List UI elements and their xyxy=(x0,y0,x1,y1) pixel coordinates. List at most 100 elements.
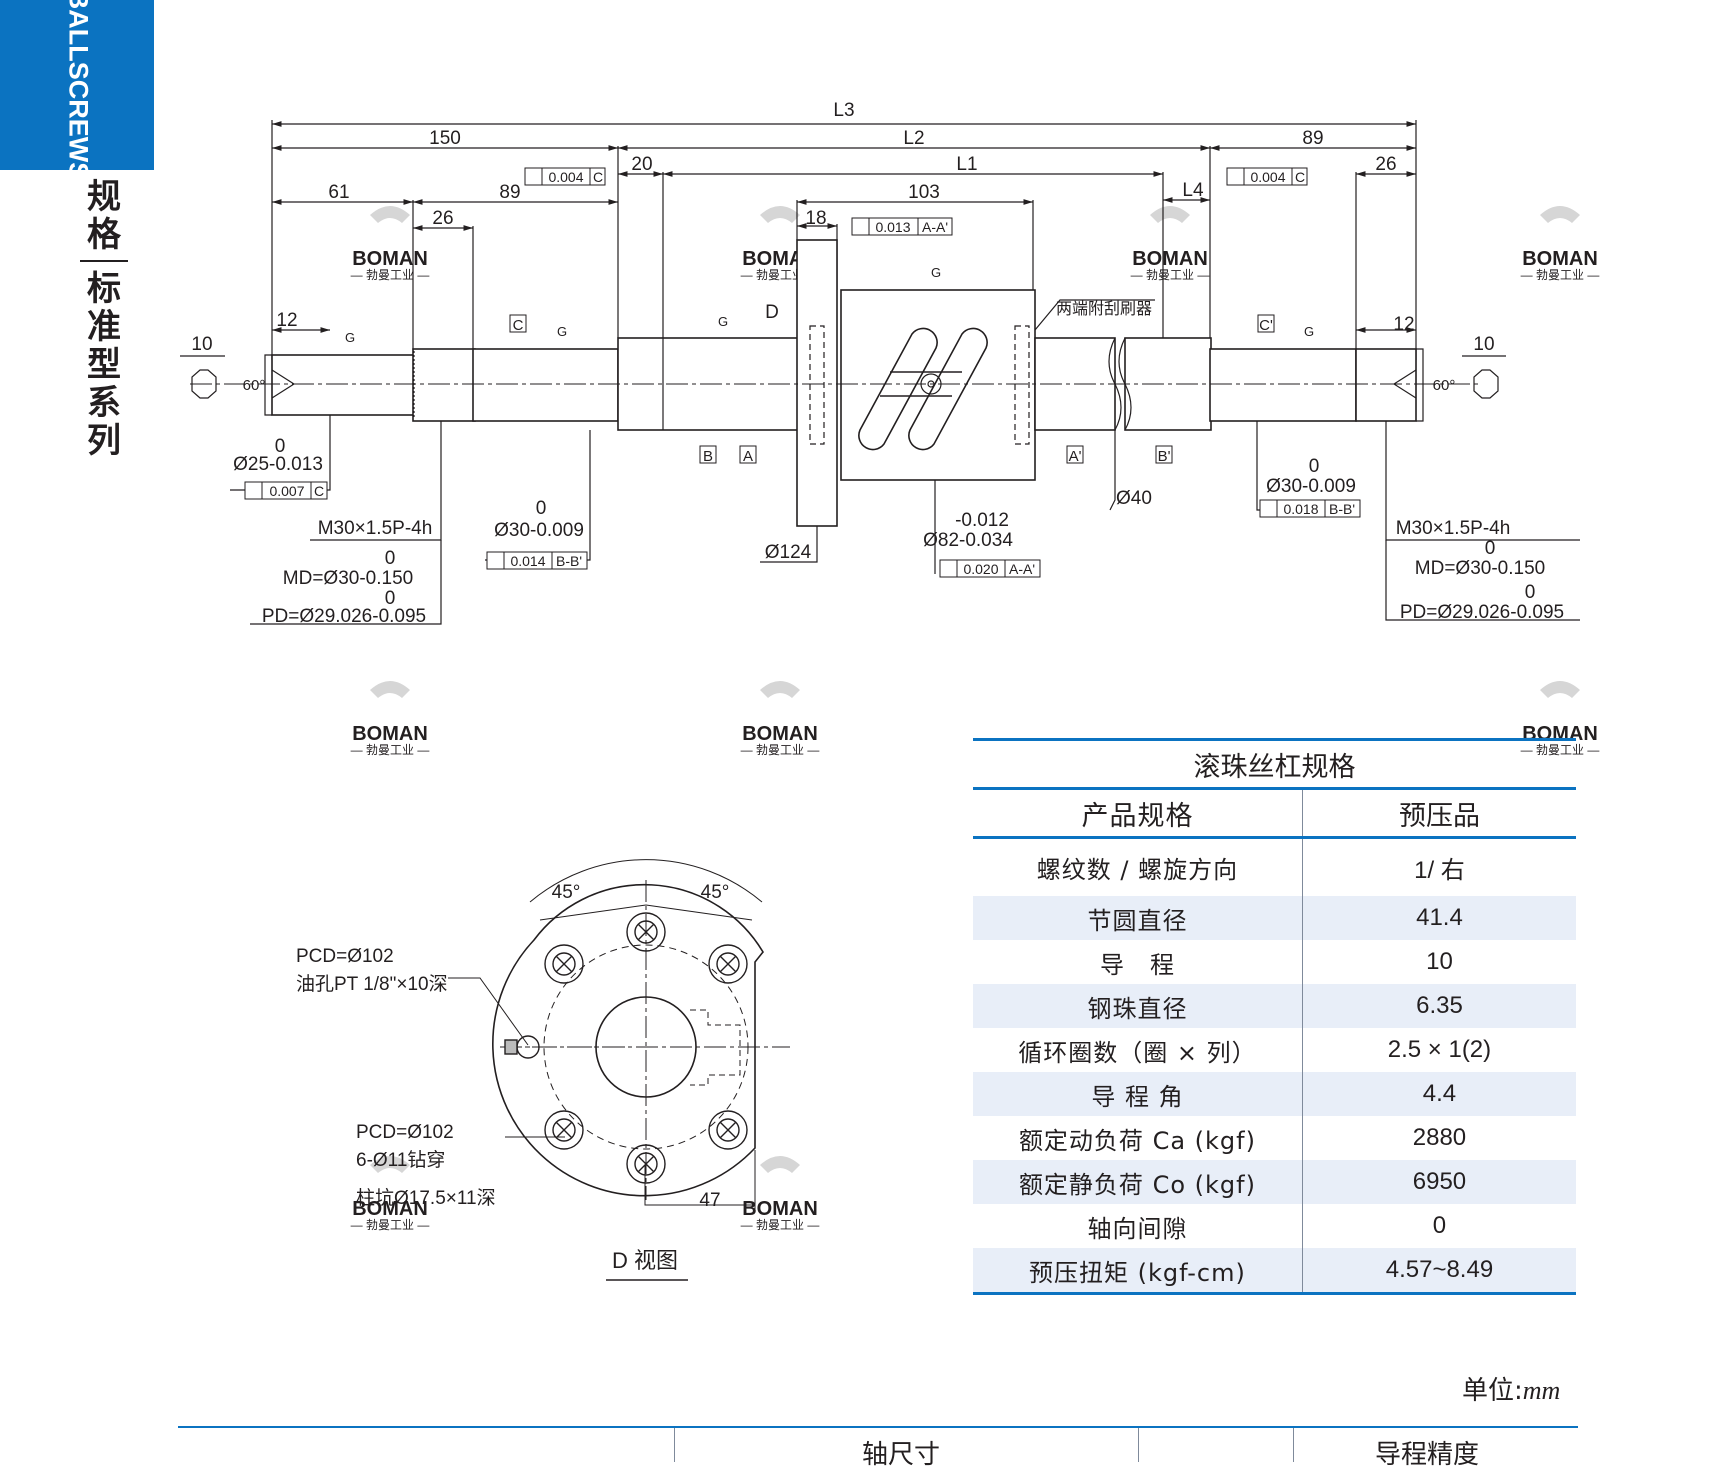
frame-left-runout-datum: B-B' xyxy=(556,553,582,569)
right-bearing-dia: Ø30-0.009 xyxy=(1266,476,1356,497)
left-thread: M30×1.5P-4h xyxy=(318,518,433,539)
angle-left: 60° xyxy=(243,377,266,394)
watermark-6: BOMAN— 勃曼工业 — xyxy=(741,681,820,757)
column-divider xyxy=(674,1428,675,1462)
bolt-holes xyxy=(504,912,748,1184)
watermark-3: BOMAN— 勃曼工业 — xyxy=(1131,206,1210,282)
watermark-sub: — 勃曼工业 — xyxy=(741,743,820,757)
left-bearing-zero: 0 xyxy=(536,498,547,519)
left-md-zero: 0 xyxy=(385,548,396,569)
table-row: 额定静负荷 Co (kgf)6950 xyxy=(973,1160,1576,1204)
table-row: 额定动负荷 Ca (kgf)2880 xyxy=(973,1116,1576,1160)
flat-dim: 47 xyxy=(699,1190,720,1211)
frame-nut-perp-value: 0.013 xyxy=(875,219,910,235)
frame-perp-right-value: 0.004 xyxy=(1250,169,1285,185)
datum-a-right: A' xyxy=(1069,448,1082,465)
section-title-main: 规格 xyxy=(87,177,121,255)
right-md: MD=Ø30-0.150 xyxy=(1415,558,1545,579)
dim-103: 103 xyxy=(908,182,940,203)
frame-nut-runout-datum: A-A' xyxy=(1009,561,1035,577)
spec-value: 2880 xyxy=(1412,1124,1467,1151)
watermark-brand: BOMAN xyxy=(1132,248,1208,270)
grind-5: G xyxy=(1304,324,1314,339)
dim-89-left: 89 xyxy=(499,182,520,203)
dim-89-right: 89 xyxy=(1302,128,1323,149)
spec-value: 0 xyxy=(1432,1212,1447,1239)
frame-left-runout-value: 0.014 xyxy=(510,553,545,569)
watermark-sub: — 勃曼工业 — xyxy=(1131,268,1210,282)
shaft-geometry xyxy=(271,239,1417,527)
view-mark-d: D xyxy=(765,302,779,323)
frame-nut-runout-value: 0.020 xyxy=(963,561,998,577)
left-zero: 0 xyxy=(275,436,286,457)
right-pd-zero: 0 xyxy=(1525,582,1536,603)
dimension-table-header: 轴尺寸 导程精度 xyxy=(178,1426,1578,1470)
spec-value: 2.5 × 1(2) xyxy=(1387,1036,1492,1063)
oil-hole-note: 油孔PT 1/8"×10深 xyxy=(296,973,448,995)
dim-150: 150 xyxy=(429,128,461,149)
right-end-journal xyxy=(1355,348,1417,422)
section-title-sub: 标准型系列 xyxy=(87,269,121,461)
grind-3: G xyxy=(718,314,728,329)
spec-label: 导 程 角 xyxy=(973,1072,1303,1116)
watermark-1: BOMAN— 勃曼工业 — xyxy=(351,206,429,282)
left-bearing-dia: Ø30-0.009 xyxy=(494,520,584,541)
spec-label: 节圆直径 xyxy=(973,896,1303,940)
holes-note: 6-Ø11钻穿 xyxy=(356,1149,445,1171)
frame-perp-left-datum: C xyxy=(593,169,603,185)
dim-12-right: 12 xyxy=(1393,314,1414,335)
dim-10-right: 10 xyxy=(1473,334,1494,355)
angle-right-45: 45° xyxy=(701,882,730,903)
right-bearing-seat xyxy=(1209,348,1357,422)
spec-label: 额定静负荷 Co (kgf) xyxy=(973,1160,1303,1204)
pcd-holes: PCD=Ø102 xyxy=(356,1122,454,1143)
d-view: 45° 45° PCD=Ø102 油孔PT 1/8"×10深 PCD=Ø102 … xyxy=(296,859,790,1281)
table-row: 循环圈数（圈 × 列）2.5 × 1(2) xyxy=(973,1028,1576,1072)
unit-prefix: 单位: xyxy=(1462,1376,1523,1406)
shaft-dia-40: Ø40 xyxy=(1116,488,1152,509)
dimension-lines xyxy=(271,120,1417,360)
dim-20: 20 xyxy=(631,154,652,175)
frame-nut-perp-datum: A-A' xyxy=(922,219,948,235)
watermark-brand: BOMAN xyxy=(352,1198,428,1220)
spec-value: 4.57~8.49 xyxy=(1302,1248,1576,1295)
left-thread xyxy=(412,348,476,422)
spec-table-caption: 滚珠丝杠规格 xyxy=(973,738,1576,790)
ball-return-left xyxy=(858,327,938,451)
grind-2: G xyxy=(557,324,567,339)
left-pd-zero: 0 xyxy=(385,588,396,609)
spec-label: 导 程 xyxy=(973,940,1303,984)
column-header-lead: 导程精度 xyxy=(1375,1440,1480,1470)
left-pd: PD=Ø29.026-0.095 xyxy=(262,606,426,627)
dim-18: 18 xyxy=(805,208,826,229)
wiper-note: 两端附刮刷器 xyxy=(1056,300,1152,318)
watermark-8: BOMAN— 勃曼工业 — xyxy=(351,1156,429,1232)
section-title: 规格 标准型系列 xyxy=(80,178,128,460)
left-end-journal xyxy=(271,354,415,416)
frame-perp-right-datum: C xyxy=(1295,169,1305,185)
watermarks: BOMAN— 勃曼工业 — BOMAN— 勃曼工业 — BOMAN— 勃曼工业 … xyxy=(351,206,1600,1232)
pcd-oil: PCD=Ø102 xyxy=(296,946,394,967)
datum-c-right: C' xyxy=(1259,317,1273,334)
frame-conc-datum: C xyxy=(314,483,324,499)
column-divider xyxy=(1138,1428,1139,1462)
spec-label: 预压扭矩 (kgf-cm) xyxy=(973,1248,1303,1295)
d-view-caption: D 视图 xyxy=(612,1248,678,1273)
right-bearing-zero: 0 xyxy=(1309,456,1320,477)
watermark-sub: — 勃曼工业 — xyxy=(1521,268,1600,282)
frame-right-runout-value: 0.018 xyxy=(1283,501,1318,517)
dim-10-left: 10 xyxy=(191,334,212,355)
dim-l3: L3 xyxy=(833,100,854,121)
angle-left-45: 45° xyxy=(552,882,581,903)
ball-return-right xyxy=(908,327,988,451)
dim-l4: L4 xyxy=(1182,180,1204,201)
unit-label: 单位:mm xyxy=(1462,1370,1560,1407)
datum-c-left: C xyxy=(513,317,524,334)
drawing-labels: L3 150 L2 89 20 L1 26 61 89 103 L4 26 18… xyxy=(191,100,1564,627)
